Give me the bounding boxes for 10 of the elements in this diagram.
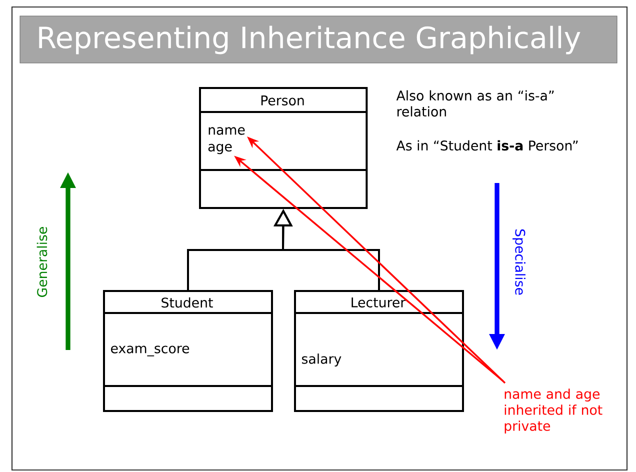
attribute-text: name bbox=[208, 127, 245, 135]
class-box: Lecturer salary bbox=[294, 290, 464, 412]
class-box: Student exam_score bbox=[103, 290, 273, 412]
axis-label: Specialise bbox=[512, 229, 526, 295]
attribute-text: age bbox=[208, 144, 232, 154]
axis-label: Generalise bbox=[36, 227, 48, 297]
title-bar: Representing Inheritance Graphically bbox=[20, 16, 618, 64]
note-text: name and age inherited if not private bbox=[504, 388, 602, 434]
note-text: As in “Student is-a Person” bbox=[396, 140, 578, 151]
note-text: Also known as an “is-a” relation bbox=[396, 90, 554, 117]
